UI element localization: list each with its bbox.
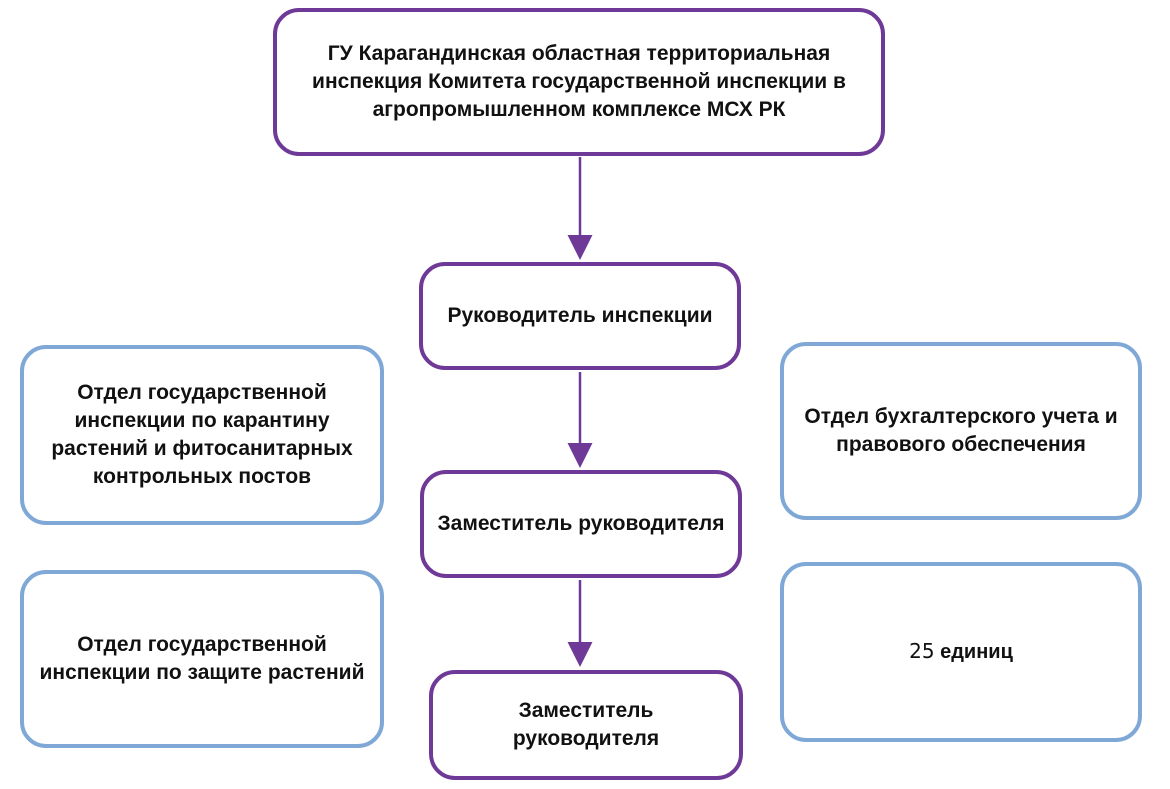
org-box-plant-protection-department-label: Отдел государственной инспекции по защит…: [39, 633, 365, 684]
org-box-quarantine-department-label: Отдел государственной инспекции по каран…: [51, 381, 353, 488]
org-box-staff-count-label: 25 единиц: [909, 638, 1013, 666]
org-box-accounting-legal-department-label: Отдел бухгалтерского учета и правового о…: [804, 405, 1118, 456]
org-box-deputy-1-label: Заместитель руководителя: [437, 512, 725, 536]
staff-count-unit: единиц: [940, 641, 1013, 664]
org-box-staff-count: 25 единиц: [780, 562, 1142, 742]
org-box-head-of-inspection: Руководитель инспекции: [419, 262, 741, 370]
org-box-deputy-2-label: Заместитель руководителя: [512, 699, 660, 750]
org-box-plant-protection-department: Отдел государственной инспекции по защит…: [20, 570, 384, 748]
org-box-deputy-2: Заместитель руководителя: [429, 670, 743, 780]
org-box-deputy-1: Заместитель руководителя: [420, 470, 742, 578]
org-box-accounting-legal-department: Отдел бухгалтерского учета и правового о…: [780, 342, 1142, 520]
org-box-inspection-title-label: ГУ Карагандинская областная территориаль…: [312, 42, 846, 121]
org-box-inspection-title: ГУ Карагандинская областная территориаль…: [273, 8, 885, 156]
org-box-head-of-inspection-label: Руководитель инспекции: [447, 304, 713, 328]
org-box-quarantine-department: Отдел государственной инспекции по каран…: [20, 345, 384, 525]
staff-count-number: 25: [909, 639, 935, 664]
